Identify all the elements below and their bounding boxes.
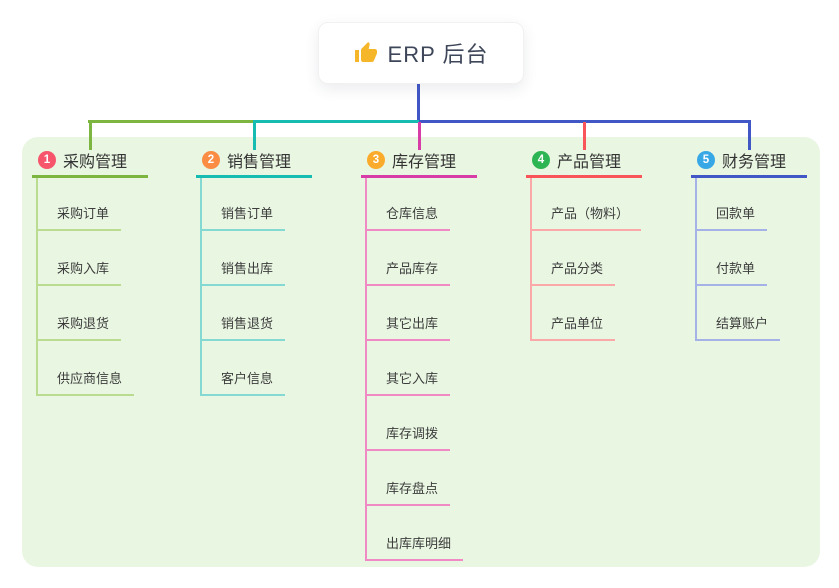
- sub-connector-line: [530, 178, 532, 339]
- sub-item[interactable]: 供应商信息: [36, 368, 135, 396]
- sub-connector-line: [365, 178, 367, 559]
- sub-item[interactable]: 采购订单: [36, 203, 122, 231]
- bus-segment-right-blue: [419, 120, 751, 123]
- sub-item-label: 供应商信息: [57, 371, 123, 386]
- branch-node-4[interactable]: 4 产品管理: [532, 149, 621, 171]
- sub-item-label: 采购订单: [57, 206, 110, 221]
- sub-item[interactable]: 产品单位: [530, 313, 616, 341]
- sub-item[interactable]: 销售出库: [200, 258, 286, 286]
- sub-item[interactable]: 采购退货: [36, 313, 122, 341]
- sub-item-label: 销售订单: [221, 206, 274, 221]
- branch-node-2[interactable]: 2 销售管理: [202, 149, 291, 171]
- branch-underline: [196, 175, 312, 178]
- branch-drop-line: [89, 120, 92, 150]
- sub-item-label: 出库库明细: [386, 536, 452, 551]
- sub-item[interactable]: 结算账户: [695, 313, 781, 341]
- branch-badge: 4: [532, 151, 550, 169]
- sub-item-label: 产品（物料）: [551, 206, 630, 221]
- sub-item-label: 销售退货: [221, 316, 274, 331]
- branch-node-5[interactable]: 5 财务管理: [697, 149, 786, 171]
- sub-item[interactable]: 销售订单: [200, 203, 286, 231]
- sub-item-label: 产品分类: [551, 261, 604, 276]
- sub-item[interactable]: 销售退货: [200, 313, 286, 341]
- sub-item[interactable]: 回款单: [695, 203, 768, 231]
- branch-underline: [361, 175, 477, 178]
- root-title: ERP 后台: [387, 42, 489, 67]
- sub-item[interactable]: 客户信息: [200, 368, 286, 396]
- branch-node-1[interactable]: 1 采购管理: [38, 149, 127, 171]
- sub-item-label: 采购入库: [57, 261, 110, 276]
- branch-underline: [691, 175, 807, 178]
- sub-item[interactable]: 库存盘点: [365, 478, 451, 506]
- branch-drop-line: [583, 122, 586, 150]
- sub-item-label: 销售出库: [221, 261, 274, 276]
- branch-label: 库存管理: [392, 154, 457, 171]
- sub-item-label: 其它出库: [386, 316, 439, 331]
- sub-item[interactable]: 付款单: [695, 258, 768, 286]
- sub-item[interactable]: 产品（物料）: [530, 203, 642, 231]
- sub-item[interactable]: 产品分类: [530, 258, 616, 286]
- sub-item[interactable]: 其它出库: [365, 313, 451, 341]
- sub-connector-line: [695, 178, 697, 339]
- branch-badge: 2: [202, 151, 220, 169]
- sub-item-label: 付款单: [716, 261, 756, 276]
- sub-item-label: 采购退货: [57, 316, 110, 331]
- root-node[interactable]: ERP 后台: [318, 22, 524, 84]
- branch-badge: 5: [697, 151, 715, 169]
- sub-item-label: 其它入库: [386, 371, 439, 386]
- mindmap-panel: [22, 137, 820, 567]
- bus-segment-mid-teal: [254, 120, 419, 123]
- root-stem-line: [417, 82, 420, 123]
- sub-item-label: 仓库信息: [386, 206, 439, 221]
- sub-item-label: 回款单: [716, 206, 756, 221]
- sub-connector-line: [200, 178, 202, 394]
- sub-item[interactable]: 产品库存: [365, 258, 451, 286]
- branch-label: 产品管理: [557, 154, 622, 171]
- sub-item-label: 库存盘点: [386, 481, 439, 496]
- branch-drop-line: [418, 122, 421, 150]
- branch-underline: [32, 175, 148, 178]
- branch-label: 采购管理: [63, 154, 128, 171]
- branch-drop-line: [253, 120, 256, 150]
- sub-item[interactable]: 其它入库: [365, 368, 451, 396]
- sub-item-label: 产品单位: [551, 316, 604, 331]
- sub-item[interactable]: 仓库信息: [365, 203, 451, 231]
- branch-drop-line: [748, 120, 751, 150]
- sub-item-label: 客户信息: [221, 371, 274, 386]
- branch-badge: 3: [367, 151, 385, 169]
- sub-item[interactable]: 库存调拨: [365, 423, 451, 451]
- sub-item-label: 产品库存: [386, 261, 439, 276]
- branch-node-3[interactable]: 3 库存管理: [367, 149, 456, 171]
- branch-label: 销售管理: [227, 154, 292, 171]
- branch-badge: 1: [38, 151, 56, 169]
- sub-item[interactable]: 出库库明细: [365, 533, 464, 561]
- bus-segment-left-green: [88, 120, 254, 123]
- sub-item-label: 结算账户: [716, 316, 769, 331]
- sub-item[interactable]: 采购入库: [36, 258, 122, 286]
- sub-item-label: 库存调拨: [386, 426, 439, 441]
- branch-underline: [526, 175, 642, 178]
- branch-label: 财务管理: [722, 154, 787, 171]
- thumbs-up-icon: [354, 41, 378, 65]
- sub-connector-line: [36, 178, 38, 394]
